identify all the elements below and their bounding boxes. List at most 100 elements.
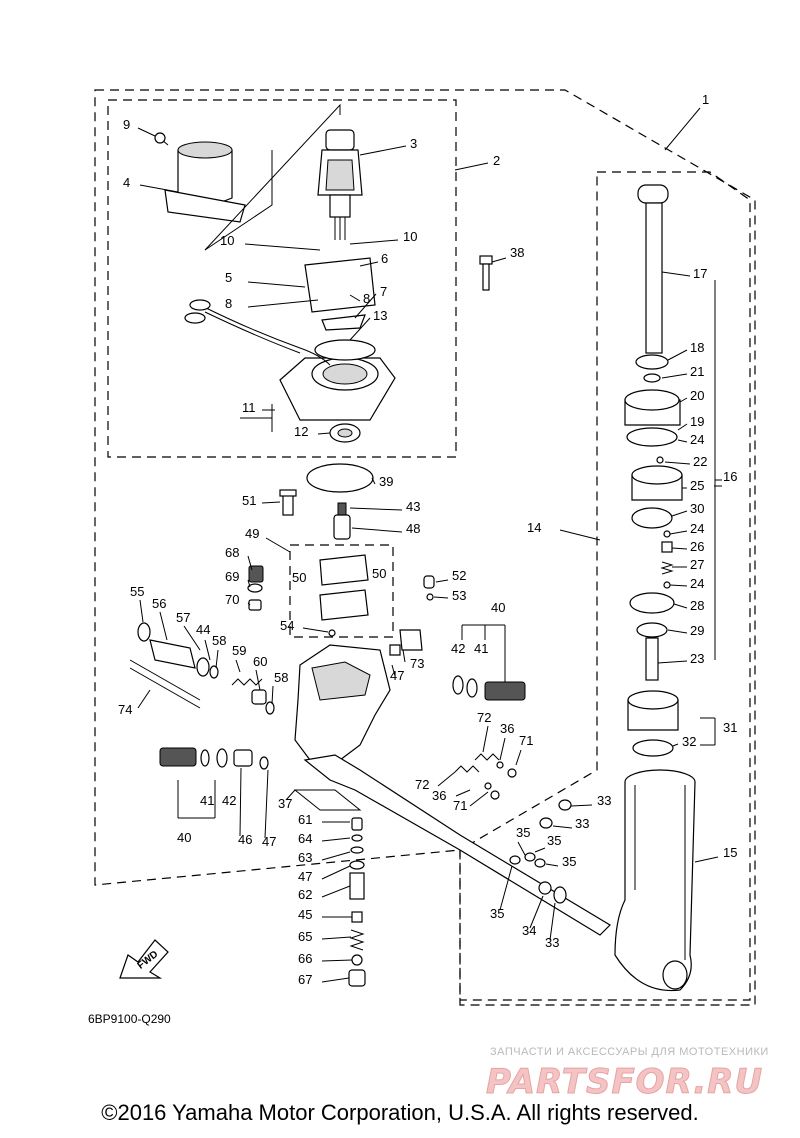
leader-line-54: [302, 627, 329, 633]
leader-line-58: [271, 685, 274, 705]
callout-71: 71: [453, 798, 467, 813]
leader-line-39: [371, 477, 376, 485]
leader-line-24: [677, 439, 688, 443]
leader-line-15: [694, 856, 719, 863]
leader-line-10: [349, 239, 399, 245]
callout-27: 27: [690, 557, 704, 572]
callout-60: 60: [253, 654, 267, 669]
callout-58: 58: [274, 670, 288, 685]
callout-33: 33: [545, 935, 559, 950]
leader-line-49: [265, 537, 291, 553]
callout-7: 7: [380, 284, 387, 299]
callout-52: 52: [452, 568, 466, 583]
valve-group-boundary: [289, 544, 394, 638]
callout-72: 72: [415, 777, 429, 792]
leader-line-36: [455, 789, 471, 797]
callout-56: 56: [152, 596, 166, 611]
callout-74: 74: [118, 702, 132, 717]
callout-59: 59: [232, 643, 246, 658]
leader-line-51: [261, 501, 281, 504]
callout-13: 13: [373, 308, 387, 323]
leader-line-21: [661, 373, 688, 379]
callout-25: 25: [690, 478, 704, 493]
leader-line-62: [321, 885, 351, 898]
callout-41: 41: [474, 641, 488, 656]
callout-42: 42: [222, 793, 236, 808]
callout-22: 22: [693, 454, 707, 469]
leader-line-35: [545, 863, 559, 867]
callout-53: 53: [452, 588, 466, 603]
leader-line-70: [247, 602, 251, 606]
leader-lines: [137, 107, 722, 983]
callout-24: 24: [690, 521, 704, 536]
callout-47: 47: [390, 668, 404, 683]
callout-40: 40: [491, 600, 505, 615]
leader-line-63: [321, 851, 351, 861]
leader-line-57: [183, 625, 201, 651]
leader-line-4: [139, 184, 179, 193]
callout-15: 15: [723, 845, 737, 860]
callout-24: 24: [690, 576, 704, 591]
leader-line-30: [671, 510, 688, 517]
leader-line-22: [664, 461, 691, 465]
leader-line-2: [454, 162, 489, 171]
callout-35: 35: [547, 833, 561, 848]
leader-line-19: [677, 423, 688, 431]
leader-line-71: [469, 791, 489, 807]
callout-4: 4: [123, 175, 130, 190]
leader-line-8: [349, 294, 361, 302]
leader-line-29: [667, 629, 688, 634]
callout-62: 62: [298, 887, 312, 902]
callout-9: 9: [123, 117, 130, 132]
callout-24: 24: [690, 432, 704, 447]
callout-35: 35: [490, 906, 504, 921]
callout-2: 2: [493, 153, 500, 168]
leader-line-66: [321, 959, 353, 962]
callout-42: 42: [451, 641, 465, 656]
leader-line-69: [247, 579, 251, 588]
callout-8: 8: [363, 291, 370, 306]
leader-line-37: [285, 789, 296, 801]
callout-58: 58: [212, 633, 226, 648]
leader-line-12: [317, 432, 331, 435]
callout-47: 47: [298, 869, 312, 884]
leader-line-60: [255, 669, 261, 691]
callout-71: 71: [519, 733, 533, 748]
callout-10: 10: [403, 229, 417, 244]
leader-line-48: [351, 527, 403, 533]
callout-54: 54: [280, 618, 294, 633]
leader-line-26: [671, 547, 688, 550]
callout-1: 1: [702, 92, 709, 107]
callout-70: 70: [225, 592, 239, 607]
callout-63: 63: [298, 850, 312, 865]
callout-29: 29: [690, 623, 704, 638]
callout-64: 64: [298, 831, 312, 846]
callout-12: 12: [294, 424, 308, 439]
leader-line-43: [349, 507, 403, 511]
callout-17: 17: [693, 266, 707, 281]
callout-50: 50: [292, 570, 306, 585]
leader-line-52: [435, 579, 449, 583]
callout-11: 11: [242, 400, 256, 415]
callout-10: 10: [220, 233, 234, 248]
callout-31: 31: [723, 720, 737, 735]
callout-36: 36: [432, 788, 446, 803]
callout-21: 21: [690, 364, 704, 379]
callout-28: 28: [690, 598, 704, 613]
leader-line-24: [669, 530, 688, 535]
leader-line-6: [359, 261, 379, 267]
leader-line-35: [534, 847, 546, 853]
leader-line-33: [552, 825, 573, 829]
leader-line-35: [517, 841, 526, 856]
leader-line-73: [402, 649, 406, 663]
callout-72: 72: [477, 710, 491, 725]
leader-line-10: [244, 243, 321, 251]
leader-line-44: [204, 639, 211, 661]
leader-line-72: [437, 771, 456, 787]
leader-line-47: [391, 664, 396, 677]
callout-45: 45: [298, 907, 312, 922]
leader-line-72: [482, 725, 489, 753]
leader-line-17: [661, 271, 691, 277]
watermark: ЗАПЧАСТИ И АКСЕССУАРЫ ДЛЯ МОТОТЕХНИКИ PA…: [486, 1046, 769, 1103]
